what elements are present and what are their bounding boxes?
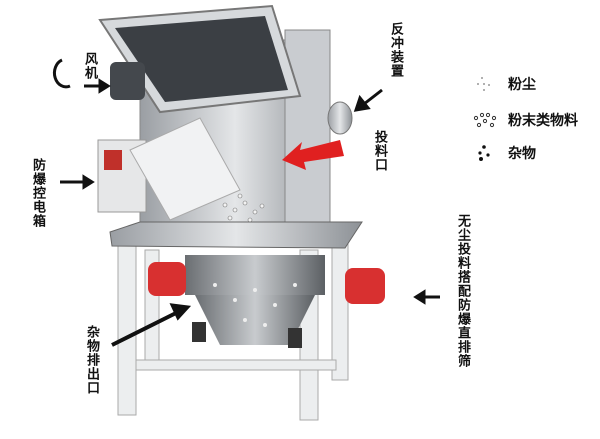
fan-motor [110, 62, 145, 100]
support-frame [117, 239, 349, 421]
legend-dust: 粉尘 [472, 74, 536, 94]
legend-debris: 杂物 [472, 143, 536, 163]
vibration-motor-left [148, 262, 186, 296]
debris-dots-icon [478, 145, 490, 161]
backflush-device [327, 101, 353, 135]
label-feed-port: 投料口 [372, 130, 387, 172]
work-table [109, 221, 363, 249]
label-sieve: 无尘投料搭配防爆直排筛 [455, 214, 470, 368]
feed-chute [129, 117, 241, 221]
annotation-arrows [52, 58, 440, 347]
dust-dots-icon [477, 77, 490, 91]
label-backflush: 反冲装置 [388, 22, 403, 78]
rotation-arrow-icon [52, 58, 71, 89]
label-fan: 风机 [82, 52, 97, 80]
legend-powder: 粉末类物料 [472, 110, 578, 130]
vibration-motor-right [345, 268, 385, 304]
label-debris-outlet: 杂物排出口 [84, 325, 99, 395]
label-control-box: 防爆控电箱 [30, 158, 45, 228]
powder-circles-icon [473, 112, 497, 128]
feed-port-arrow-icon [282, 140, 344, 170]
